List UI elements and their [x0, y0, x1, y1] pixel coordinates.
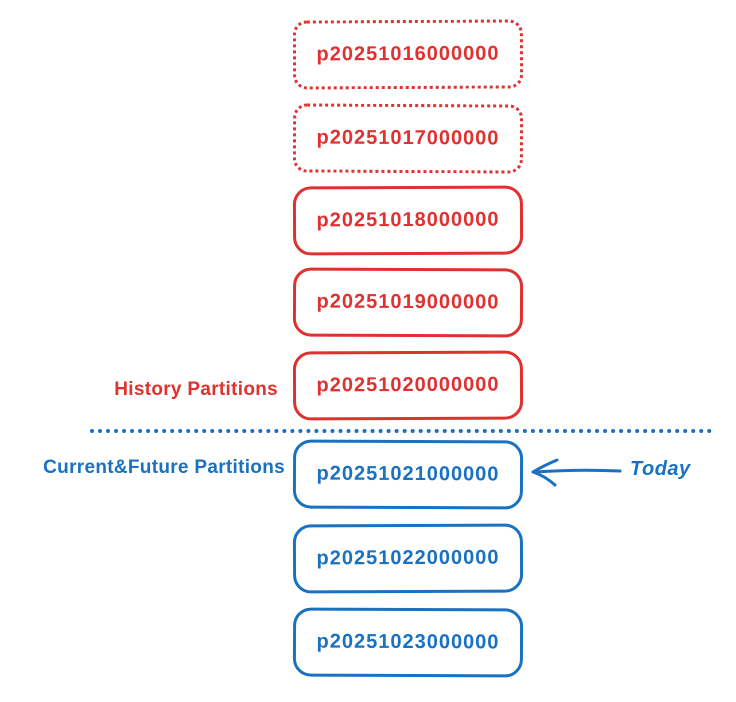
partition-box-today: p20251021000000	[292, 439, 524, 510]
partition-name: p20251017000000	[316, 126, 500, 150]
partition-name: p20251021000000	[316, 462, 500, 486]
history-current-divider	[90, 429, 712, 433]
partition-box: p20251020000000	[292, 350, 524, 421]
partition-name: p20251019000000	[316, 290, 500, 314]
partition-name: p20251023000000	[316, 630, 500, 654]
partition-box: p20251017000000	[292, 103, 524, 174]
partition-box: p20251022000000	[292, 523, 524, 594]
partition-name: p20251016000000	[316, 42, 500, 66]
partition-box: p20251023000000	[292, 607, 524, 678]
left-arrow-icon	[531, 458, 622, 487]
partition-name: p20251018000000	[316, 208, 500, 232]
today-label: Today	[630, 458, 691, 480]
current-future-partitions-label: Current&Future Partitions	[43, 457, 285, 478]
partition-box: p20251019000000	[292, 267, 524, 338]
partition-name: p20251020000000	[316, 373, 500, 397]
partition-box: p20251016000000	[292, 19, 524, 90]
partition-name: p20251022000000	[316, 546, 500, 570]
history-partitions-label: History Partitions	[114, 379, 278, 400]
partition-box: p20251018000000	[292, 185, 524, 256]
